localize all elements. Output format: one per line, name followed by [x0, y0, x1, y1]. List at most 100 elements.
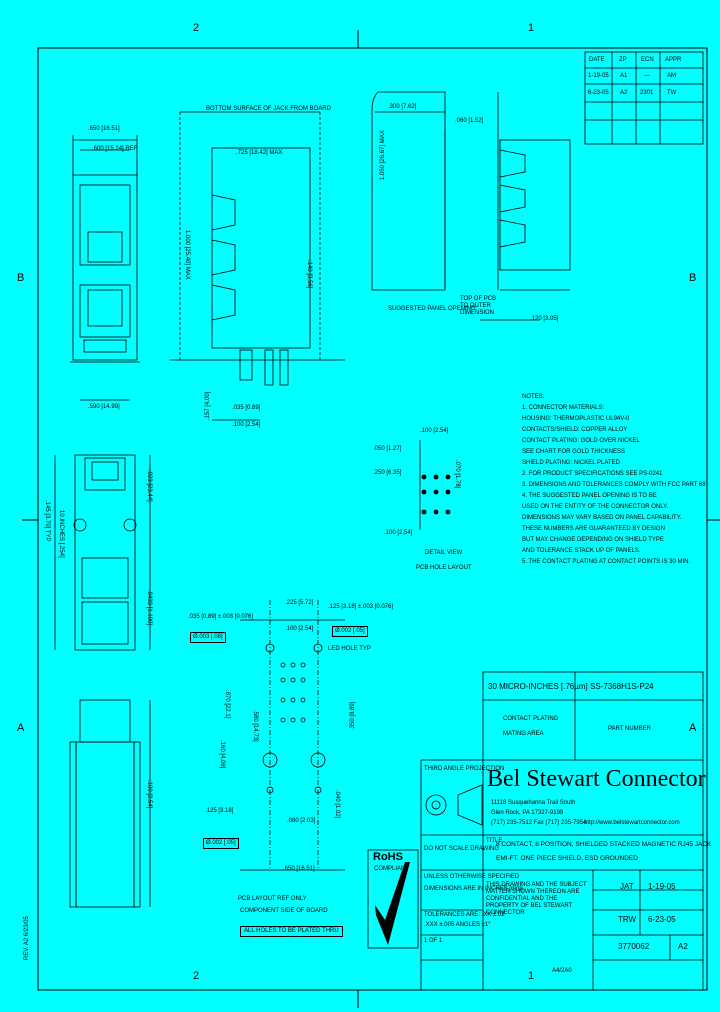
pcb-detail-sub: PCB HOLE LAYOUT	[416, 565, 472, 571]
pcb-dim-l: .080 [2.03]	[287, 818, 316, 824]
dim-bezel-d: .120 [3.05]	[530, 316, 559, 322]
pcb-dim-b: .050 [1.27]	[373, 446, 402, 452]
rev-header-ecn: ECN	[641, 57, 654, 63]
dim-bezel-c: 1.050 [26.67] MAX	[380, 130, 386, 180]
dim-bottom-h: .100 [2.54]	[146, 780, 152, 809]
pcb-hole-c: LED HOLE TYP	[328, 646, 371, 652]
dim-front-bottom: .590 [14.99]	[88, 404, 120, 410]
pcb-dim-o: .650 [16.51]	[283, 866, 315, 872]
dim-bezel-note2: TOP OF PCB TO OUTER DIMENSION	[460, 296, 497, 316]
pcb-dim-d: .100 [2.54]	[384, 530, 413, 536]
side-view	[170, 111, 345, 421]
rev-header-appr: APPR	[665, 57, 682, 63]
dim-port-note: 10 INCHES [.254]	[58, 510, 64, 558]
part-number: SS-7368H1S-P24	[590, 682, 654, 691]
dim-side-note: BOTTOM SURFACE OF JACK FROM BOARD	[206, 106, 331, 112]
approved-date: 6-23-05	[648, 915, 676, 924]
pcb-tol-box-1: Ø.003 [.08]	[190, 632, 226, 643]
drawn-date: 1-19-05	[648, 882, 676, 891]
dim-top-width2: .600 [15.24] REF	[92, 146, 138, 152]
plating-value: 30 MICRO-INCHES [.76µm]	[488, 682, 588, 691]
rev-row2-ecn: 2301	[640, 90, 654, 96]
rohs-label: RoHS	[373, 851, 403, 863]
rev-row1-ecn: —	[644, 73, 650, 79]
do-not-scale: DO NOT SCALE DRAWING	[424, 846, 500, 852]
rev-row2-date: 6-23-05	[588, 90, 609, 96]
website: http://www.belstewartconnector.com	[584, 820, 680, 826]
dim-bezel-b: .060 [1.52]	[455, 118, 484, 124]
pcb-detail-label: DETAIL VIEW	[425, 550, 463, 556]
pcb-note-3: ALL HOLES TO BE PLATED THRU	[240, 926, 343, 937]
panel-view	[371, 91, 571, 321]
rev-row2-zp: A2	[620, 90, 628, 96]
projection-symbol	[425, 784, 483, 826]
rev-row2-appr: TW	[667, 90, 677, 96]
zone-right-b: B	[689, 272, 697, 284]
zone-left-a: A	[17, 722, 25, 734]
zone-bottom-left: 2	[193, 970, 200, 982]
pcb-dim-m: .040 [1.02]	[334, 790, 340, 819]
dim-pin-a: .035 [0.89]	[232, 405, 261, 411]
drawing-number: 3770062	[618, 942, 650, 951]
rev-header-zp: ZP	[619, 57, 627, 63]
dim-top-width: .650 [16.51]	[88, 126, 120, 132]
pcb-tol-box-2: Ø.002 [.05]	[332, 626, 368, 637]
rev-header-date: DATE	[589, 57, 605, 63]
pcb-dim-h: .870 [22.1]	[224, 690, 230, 719]
pcb-layout	[240, 600, 345, 871]
front-view-top	[70, 135, 140, 401]
revision-side-text: REV. A2 6/23/05	[24, 916, 30, 960]
dim-pin-b: .100 [2.54]	[232, 422, 261, 428]
rohs-checkmark-icon	[375, 862, 410, 945]
zone-top-left: 2	[193, 22, 200, 34]
part-number-label: PART NUMBER	[608, 726, 652, 732]
drawing-border	[37, 47, 708, 991]
dim-port-b: .0433 [1.100]	[146, 590, 152, 626]
dim-bezel-a: .300 [7.62]	[388, 104, 417, 110]
dim-port-height: .145 [3.70] TYP	[44, 500, 50, 542]
title-label: TITLE	[486, 838, 503, 844]
plating-label-1: CONTACT PLATING	[503, 716, 559, 722]
pcb-tol-box-3: Ø.002 [.05]	[203, 838, 239, 849]
pcb-dim-n: .125 [3.18]	[205, 808, 234, 814]
pcb-dim-j: .350 [8.89]	[350, 701, 356, 730]
pcb-dim-f: .100 [2.54]	[285, 626, 314, 632]
pcb-hole-b: .125 [3.18] ±.003 [0.076]	[328, 604, 394, 610]
unless-specified: UNLESS OTHERWISE SPECIFIED	[424, 874, 520, 880]
pcb-detail	[419, 440, 451, 530]
dim-side-height: 1.000 [25.40] MAX	[184, 230, 190, 280]
rohs-sub: COMPLIANT	[374, 866, 410, 872]
pcb-dim-a: .100 [2.54]	[420, 428, 449, 434]
pcb-dim-g: .225 [5.72]	[285, 600, 314, 606]
pcb-dim-i: .580 [14.73]	[252, 710, 258, 742]
zone-top-right: 1	[528, 22, 535, 34]
title-line-1: 8 CONTACT, 8 POSITION, SHIELDED STACKED …	[496, 841, 712, 848]
dim-pin-c: .157 [4.00]	[205, 391, 211, 420]
zone-bottom-right: 1	[528, 970, 535, 982]
zone-left-b: B	[17, 272, 25, 284]
tolerance-2: .XXX ±.005 ANGLES ±1°	[424, 922, 491, 928]
dim-side-tail: .140 [3.56]	[306, 260, 312, 289]
pcb-dim-k: .160 [4.06]	[219, 740, 225, 769]
pcb-dim-c: .250 [6.35]	[373, 470, 402, 476]
phone: (717) 235-7512 Fax (717) 235-7954	[491, 820, 587, 826]
dim-side-depth: .725 [18.42] MAX	[236, 150, 283, 156]
approved-by: TRW	[618, 915, 637, 924]
title-line-2: EMI-FT. ONE PIECE SHIELD, ESD GROUNDED	[496, 855, 638, 862]
rev-row1-date: 1-19-05	[588, 73, 609, 79]
revision: A2	[678, 942, 688, 951]
zone-right-a: A	[689, 722, 697, 734]
pcb-note-2: COMPONENT SIDE OF BOARD	[240, 908, 328, 914]
port-view	[54, 454, 151, 651]
dims-units: DIMENSIONS ARE IN INCHES [mm]	[424, 886, 523, 892]
proprietary-notice: THIS DRAWING AND THE SUBJECT MATTER SHOW…	[486, 882, 587, 916]
pcb-dim-e: .070 [1.78]	[454, 460, 460, 489]
pcb-hole-a: .035 [0.89] ±.003 [0.076]	[188, 614, 254, 620]
plating-label-2: MATING AREA	[503, 731, 544, 737]
sheet-label: 1 OF 1	[424, 938, 443, 944]
rev-row1-zp: A1	[620, 73, 628, 79]
pcb-note-1: PCB LAYOUT REF ONLY	[238, 896, 307, 902]
dim-bezel-note: SUGGESTED PANEL OPENING	[388, 306, 476, 312]
company-name: Bel Stewart Connector	[487, 766, 706, 792]
